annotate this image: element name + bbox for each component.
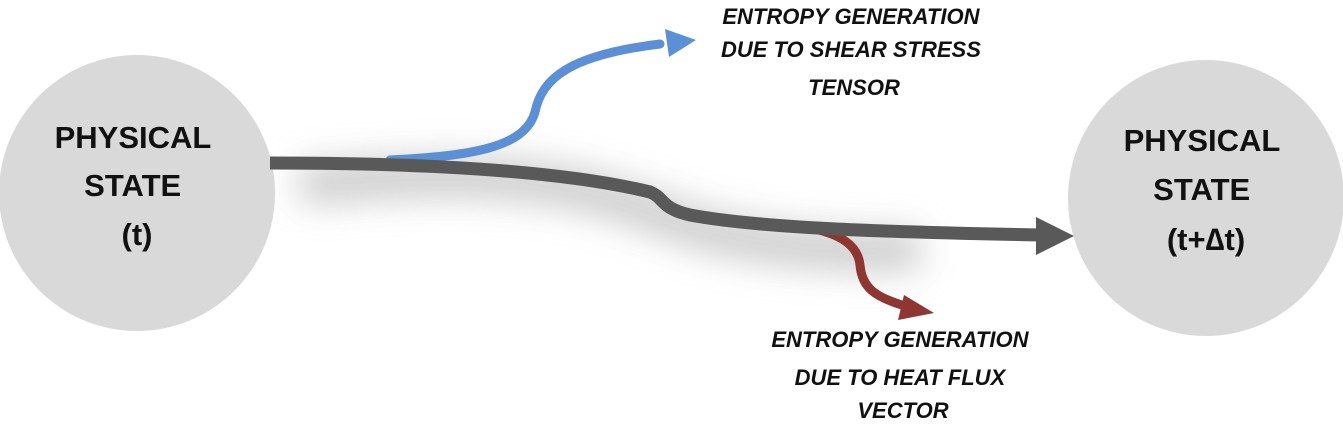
shear-stress-arrow [385,29,696,165]
final-state-line-2: STATE [1153,172,1250,207]
main-flow-arrow [269,156,1074,255]
initial-state-line-1: PHYSICAL [55,120,211,155]
initial-state: PHYSICAL STATE (t) [0,55,275,331]
shear-stress-label-line-2: DUE TO SHEAR STRESS [721,37,981,62]
final-state-label: PHYSICAL STATE (t+∆t) [1124,123,1289,257]
shear-stress-label: ENTROPY GENERATION DUE TO SHEAR STRESS T… [721,4,987,100]
initial-state-circle [0,55,275,331]
initial-state-line-2: STATE [84,168,181,203]
shear-stress-label-line-1: ENTROPY GENERATION [722,4,980,29]
shear-stress-arrow-line [385,39,665,165]
heat-flux-label-line-3: VECTOR [857,398,948,423]
final-state: PHYSICAL STATE (t+∆t) [1068,60,1343,336]
final-state-circle [1068,60,1343,336]
main-arrow-shadow [298,159,921,269]
initial-state-line-3: (t) [122,217,153,252]
heat-flux-label-line-2: DUE TO HEAT FLUX [795,365,1007,390]
final-state-line-1: PHYSICAL [1124,123,1280,158]
main-flow-arrow-line [269,156,1041,242]
heat-flux-label-line-1: ENTROPY GENERATION [771,327,1029,352]
shear-stress-label-line-3: TENSOR [808,75,900,100]
shear-stress-arrow-head [665,29,696,57]
main-flow-arrow-head [1036,217,1074,255]
final-state-line-3: (t+∆t) [1167,222,1245,257]
initial-state-label: PHYSICAL STATE (t) [55,120,220,252]
heat-flux-arrow-head [898,295,934,320]
heat-flux-label: ENTROPY GENERATION DUE TO HEAT FLUX VECT… [771,327,1034,423]
